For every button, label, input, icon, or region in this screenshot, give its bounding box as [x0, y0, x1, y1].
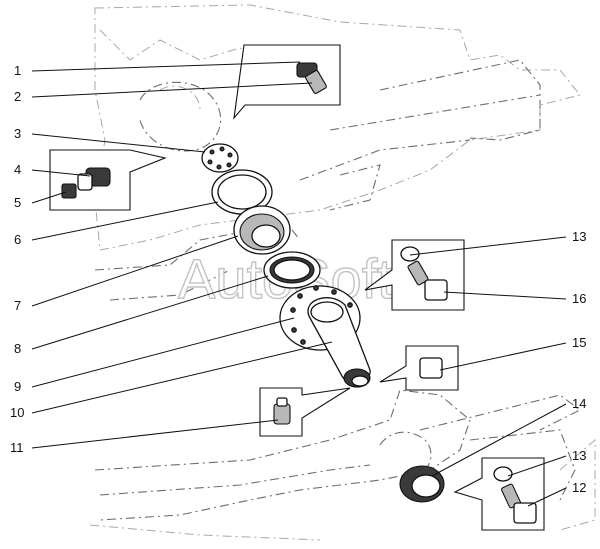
inset-bolt-12-13 [453, 457, 545, 531]
inset-nut-15 [379, 345, 459, 391]
perforated-gasket-3 [201, 143, 239, 173]
frame-outline [89, 4, 596, 541]
callout-label-3: 3 [14, 126, 21, 141]
callout-label-16: 16 [572, 291, 586, 306]
callout-label-5: 5 [14, 195, 21, 210]
callout-label-1: 1 [14, 63, 21, 78]
callout-label-7: 7 [14, 298, 21, 313]
callout-label-11: 11 [10, 440, 24, 455]
inset-bolt-1-2 [233, 44, 341, 120]
bearing-7 [233, 205, 291, 255]
callout-labels: 1 2 3 4 5 6 7 8 9 10 11 13 16 15 14 13 1… [10, 63, 586, 495]
seal-8 [263, 251, 321, 289]
callout-label-8: 8 [14, 341, 21, 356]
inset-grease-nipple-11 [259, 387, 351, 437]
callout-label-15: 15 [572, 335, 586, 350]
inset-bolt-13-16 [364, 239, 465, 311]
callout-label-2: 2 [14, 89, 21, 104]
inset-grease-fitting-4-5 [49, 149, 167, 211]
leader-lines [31, 61, 567, 507]
sealing-ring-6 [211, 169, 273, 215]
callout-label-9: 9 [14, 379, 21, 394]
callout-label-14: 14 [572, 396, 586, 411]
callout-label-4: 4 [14, 162, 21, 177]
callout-label-6: 6 [14, 232, 21, 247]
callout-label-12: 12 [572, 480, 586, 495]
ring-nut-14 [399, 465, 445, 503]
callout-label-13-lower: 13 [572, 448, 586, 463]
flanged-axle-9 [279, 285, 371, 388]
callout-label-13-upper: 13 [572, 229, 586, 244]
callout-label-10: 10 [10, 405, 24, 420]
